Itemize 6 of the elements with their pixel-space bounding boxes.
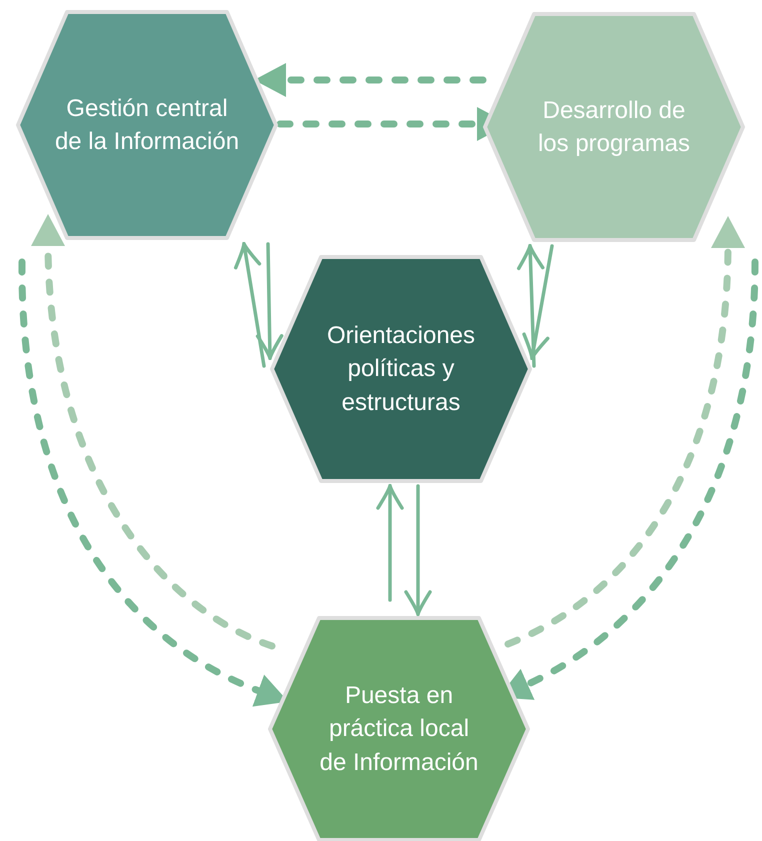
node-label: Orientaciones políticas y estructuras — [326, 321, 476, 418]
node-label: Gestión central de la Información — [54, 94, 240, 157]
arrow — [31, 214, 276, 650]
node-label: Desarrollo de los programas — [536, 96, 692, 159]
node-label: Puesta en práctica local de Información — [318, 681, 480, 778]
arrow — [504, 216, 745, 648]
